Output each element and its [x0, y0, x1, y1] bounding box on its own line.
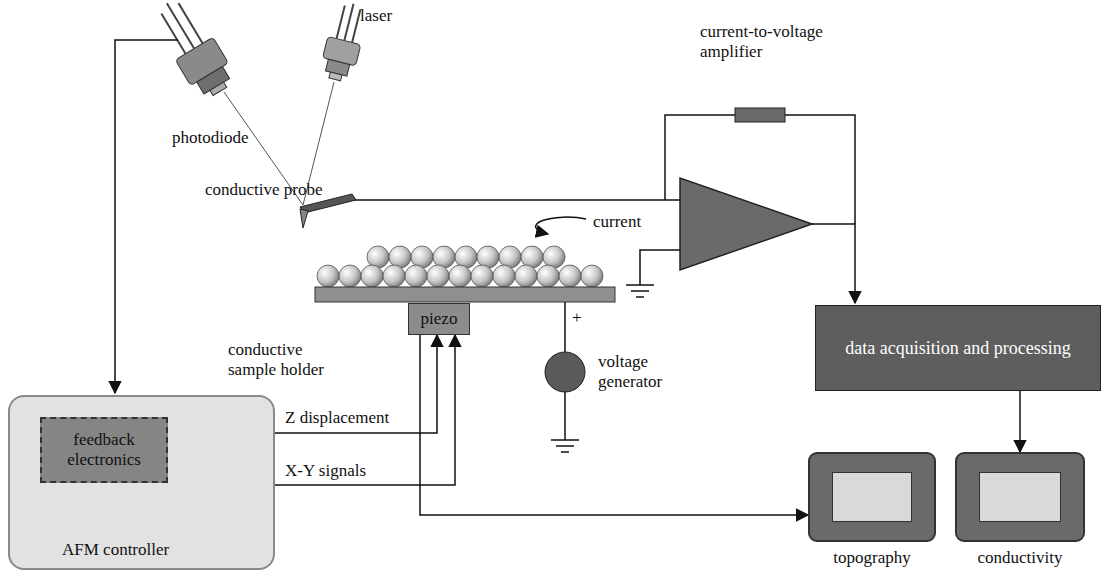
- signal-connector: [1019, 391, 1021, 452]
- node-text: AFM controller: [62, 540, 273, 560]
- part-label: voltage generator: [598, 352, 690, 391]
- monitor-frame: [808, 452, 936, 542]
- sample-particles: [317, 246, 603, 287]
- wire: [640, 250, 680, 285]
- particle: [455, 246, 477, 268]
- particle: [433, 246, 455, 268]
- controller-box: AFM controller feedback electronics: [8, 395, 275, 570]
- particle: [537, 265, 559, 287]
- particle: [543, 246, 565, 268]
- sample-holder: [315, 287, 615, 302]
- particle: [559, 265, 581, 287]
- particle: [317, 265, 339, 287]
- particle: [477, 246, 499, 268]
- particle: [411, 246, 433, 268]
- feedback-wire: [665, 115, 735, 200]
- part-label: current-to-voltage amplifier: [700, 22, 875, 61]
- monitor-frame: [955, 452, 1085, 542]
- node-text: data acquisition and processing: [845, 338, 1070, 359]
- wire: [564, 302, 566, 352]
- particle: [383, 265, 405, 287]
- part-label: photodiode: [172, 128, 282, 148]
- probe-tip: [300, 209, 308, 228]
- amplifier-symbol: [680, 178, 812, 270]
- part-label: +: [572, 308, 592, 328]
- particle: [515, 265, 537, 287]
- node-text: topography: [833, 548, 910, 568]
- signal-wire: [115, 40, 178, 393]
- particle: [367, 246, 389, 268]
- signal-connector: [420, 335, 808, 515]
- piezo-box: piezo: [408, 303, 470, 335]
- monitor-screen: [832, 472, 912, 522]
- particle: [427, 265, 449, 287]
- particle: [389, 246, 411, 268]
- particle: [361, 265, 383, 287]
- particle: [493, 265, 515, 287]
- particle: [521, 246, 543, 268]
- particle: [581, 265, 603, 287]
- wire: [564, 392, 566, 440]
- ground-symbol: [626, 285, 654, 297]
- monitor: conductivity: [955, 452, 1085, 574]
- particle: [405, 265, 427, 287]
- particle: [449, 265, 471, 287]
- edge-label: Z displacement: [283, 408, 391, 428]
- current-arrow: [536, 217, 586, 234]
- ground-symbol: [551, 440, 579, 452]
- wire: [355, 199, 680, 201]
- photodiode-symbol: [148, 0, 239, 103]
- part-label: laser: [360, 6, 420, 26]
- particle: [471, 265, 493, 287]
- processing-box: data acquisition and processing: [815, 305, 1101, 391]
- feedback-box: feedback electronics: [40, 417, 168, 483]
- particle: [339, 265, 361, 287]
- node-text: piezo: [421, 309, 458, 329]
- node-text: feedback electronics: [46, 430, 162, 469]
- output-wire: [812, 224, 855, 303]
- monitor: topography: [808, 452, 936, 574]
- feedback-wire: [785, 115, 855, 224]
- part-label: conductive probe: [205, 180, 350, 200]
- part-label: conductive sample holder: [228, 340, 353, 379]
- part-label: current: [593, 212, 663, 232]
- voltage-source: [545, 352, 585, 392]
- monitor-screen: [979, 472, 1061, 522]
- resistor-symbol: [735, 108, 785, 122]
- particle: [499, 246, 521, 268]
- node-text: conductivity: [978, 548, 1063, 568]
- edge-label: X-Y signals: [283, 461, 368, 481]
